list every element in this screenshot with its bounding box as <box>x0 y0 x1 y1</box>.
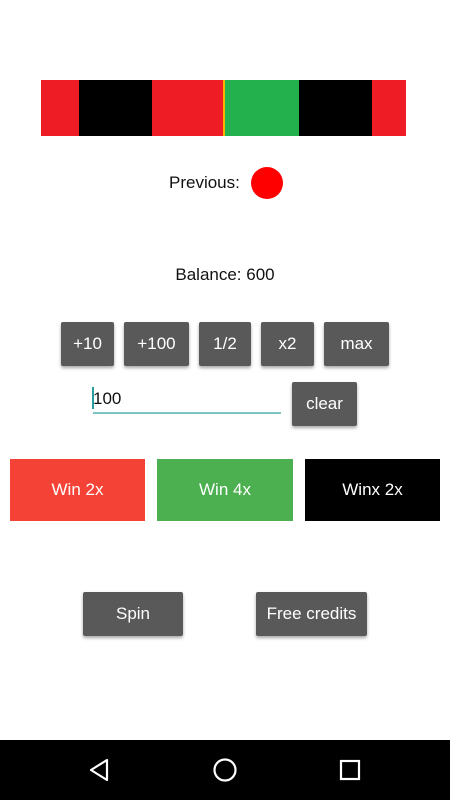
clear-button[interactable]: clear <box>292 382 357 426</box>
wheel-segment-red <box>41 80 79 136</box>
wheel-segment-red <box>152 80 224 136</box>
half-bet-button[interactable]: 1/2 <box>199 322 251 366</box>
wheel-segment-black <box>298 80 372 136</box>
add-100-button[interactable]: +100 <box>124 322 189 366</box>
wheel-segment-black <box>79 80 152 136</box>
max-bet-button[interactable]: max <box>324 322 389 366</box>
balance-text: Balance: 600 <box>175 265 275 284</box>
spin-button[interactable]: Spin <box>83 592 183 636</box>
recents-square-icon[interactable] <box>320 740 380 800</box>
text-cursor <box>92 387 94 409</box>
roulette-strip <box>41 80 406 136</box>
add-10-button[interactable]: +10 <box>61 322 114 366</box>
win-2x-red-button[interactable]: Win 2x <box>10 459 145 521</box>
win-2x-black-button[interactable]: Winx 2x <box>305 459 440 521</box>
previous-result-dot <box>251 167 283 199</box>
home-circle-icon[interactable] <box>195 740 255 800</box>
double-bet-button[interactable]: x2 <box>261 322 314 366</box>
wheel-segment-green <box>223 80 299 136</box>
wheel-indicator <box>223 80 225 136</box>
bet-amount-input[interactable] <box>93 386 281 414</box>
wheel-segment-red <box>371 80 406 136</box>
back-triangle-icon[interactable] <box>70 740 130 800</box>
free-credits-button[interactable]: Free credits <box>256 592 367 636</box>
previous-label: Previous: <box>169 173 240 192</box>
navigation-bar <box>0 740 450 800</box>
win-4x-green-button[interactable]: Win 4x <box>157 459 293 521</box>
